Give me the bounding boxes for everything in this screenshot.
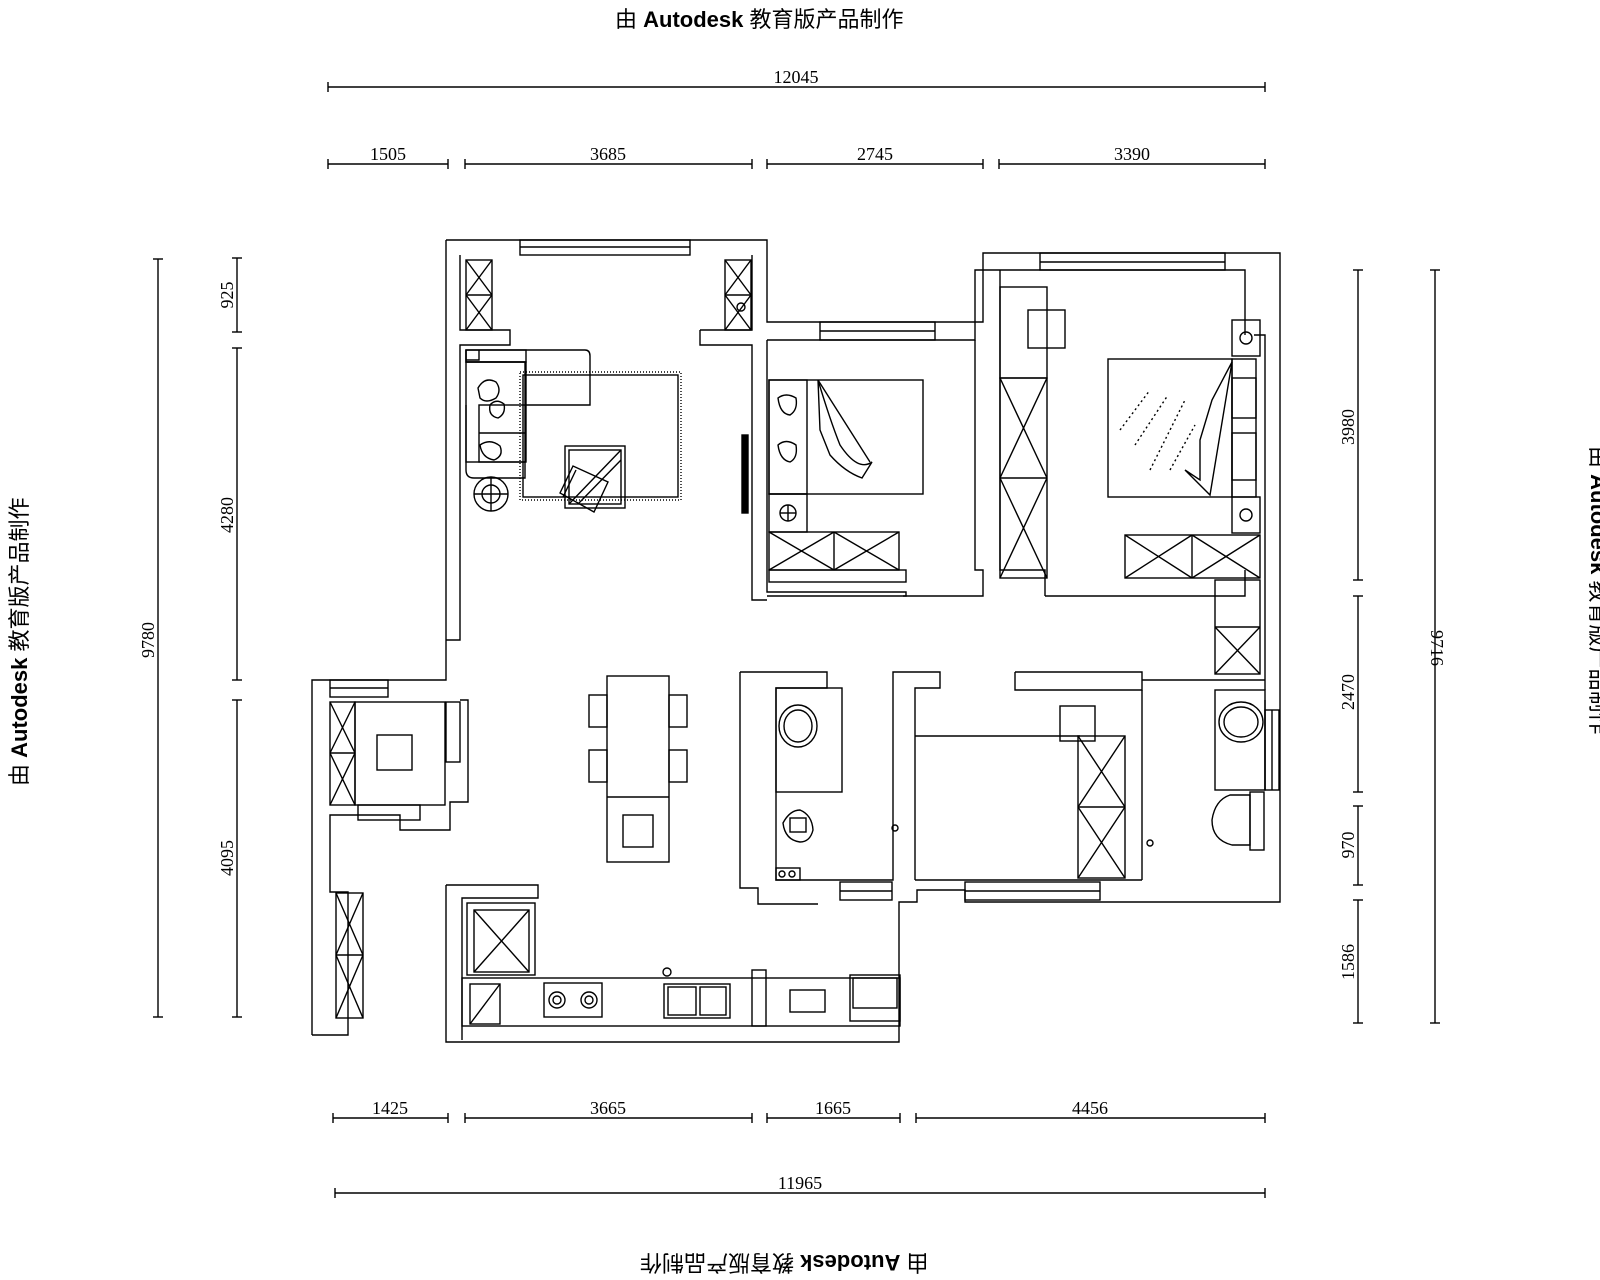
dim-bottom-3: 1665	[815, 1098, 851, 1118]
watermark-brand: Autodesk	[643, 7, 744, 32]
dimension-lines	[153, 82, 1440, 1198]
dim-top-total: 12045	[774, 67, 819, 87]
dim-top-3: 2745	[857, 144, 893, 164]
watermark-prefix: 由	[615, 7, 638, 32]
dim-top-2: 3685	[590, 144, 626, 164]
dim-right-total: 9716	[1427, 630, 1447, 666]
dim-top-4: 3390	[1114, 144, 1150, 164]
dim-right-1: 3980	[1338, 409, 1358, 445]
cabinets	[329, 259, 1261, 1019]
dim-bottom-1: 1425	[372, 1098, 408, 1118]
dim-right-3: 970	[1338, 832, 1358, 859]
dim-left-2: 4280	[217, 497, 237, 533]
master-bedroom	[1107, 319, 1261, 534]
dim-bottom-2: 3665	[590, 1098, 626, 1118]
living-room-furniture	[465, 349, 749, 514]
walls	[311, 239, 1281, 1043]
bathroom-1	[775, 687, 899, 881]
dining-table	[588, 675, 688, 863]
dim-right-2: 2470	[1338, 674, 1358, 710]
dim-left-total: 9780	[138, 622, 158, 658]
kitchen	[461, 902, 901, 1027]
windows	[329, 239, 1280, 901]
dim-right-4: 1586	[1338, 944, 1358, 980]
watermark-top: 由 Autodesk 教育版产品制作	[615, 2, 904, 34]
dim-left-3: 4095	[217, 840, 237, 876]
dim-top-1: 1505	[370, 144, 406, 164]
dim-left-1: 925	[217, 282, 237, 309]
watermark-suffix: 教育版产品制作	[749, 7, 904, 32]
dim-bottom-4: 4456	[1072, 1098, 1108, 1118]
dim-bottom-total: 11965	[778, 1173, 822, 1193]
bedroom-1	[768, 379, 924, 533]
bathroom-2	[1146, 689, 1266, 851]
